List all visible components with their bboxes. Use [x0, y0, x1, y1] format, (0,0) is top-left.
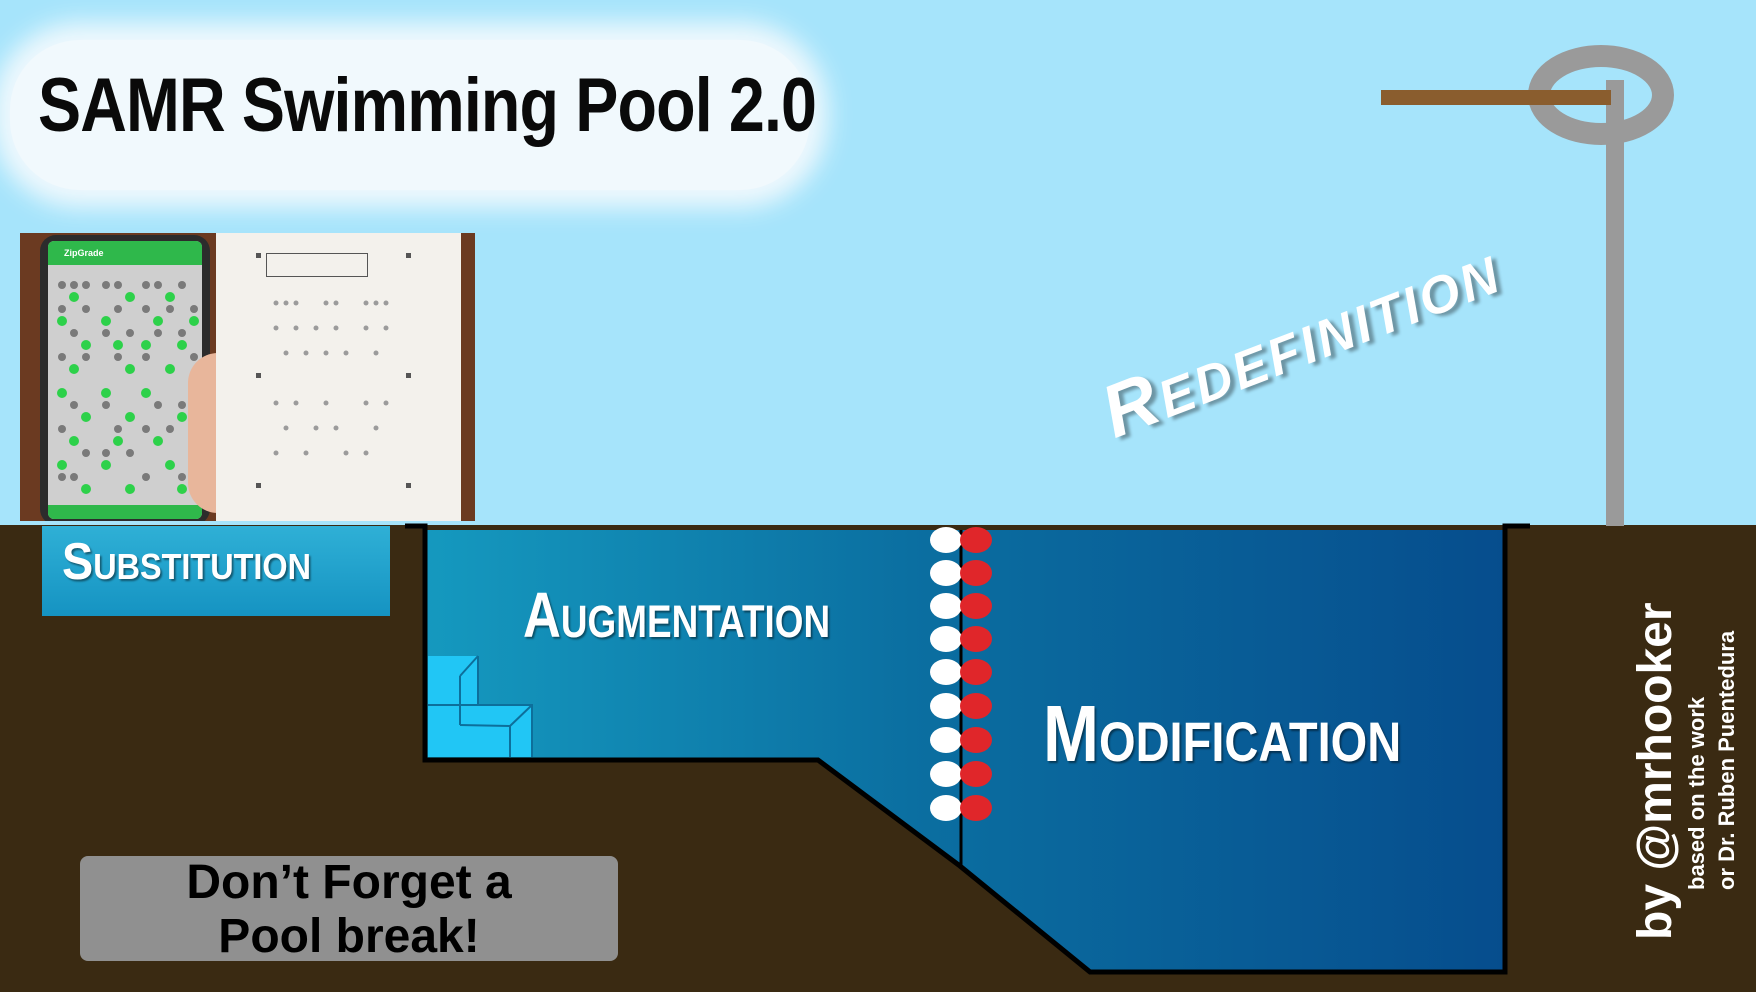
credit-line3: or Dr. Ruben Puentedura	[1712, 602, 1742, 940]
answer-sheet-bubbles	[216, 233, 461, 521]
credit-author: by @mrhooker	[1630, 602, 1682, 940]
answer-grid	[48, 265, 202, 515]
phone-app-bar: ZipGrade	[48, 241, 202, 265]
pool-break-note: Don’t Forget a Pool break!	[80, 856, 618, 961]
page-title: SAMR Swimming Pool 2.0	[38, 62, 816, 149]
pool-break-line2: Pool break!	[80, 910, 618, 964]
diving-board	[1381, 90, 1611, 105]
label-substitution: Substitution	[62, 532, 311, 592]
phone-footer-bar	[48, 505, 202, 519]
label-augmentation: Augmentation	[523, 578, 830, 652]
answer-sheet	[216, 233, 461, 521]
author-credit: by @mrhooker based on the work or Dr. Ru…	[1630, 602, 1742, 940]
pool-break-line1: Don’t Forget a	[80, 856, 618, 910]
buoy-rope	[930, 527, 992, 866]
phone-screen: ZipGrade	[48, 241, 202, 519]
phone-image: ZipGrade	[40, 235, 210, 521]
credit-line2: based on the work	[1682, 602, 1712, 940]
zipgrade-photo: ZipGrade	[20, 233, 475, 521]
label-modification: Modification	[1043, 688, 1401, 780]
